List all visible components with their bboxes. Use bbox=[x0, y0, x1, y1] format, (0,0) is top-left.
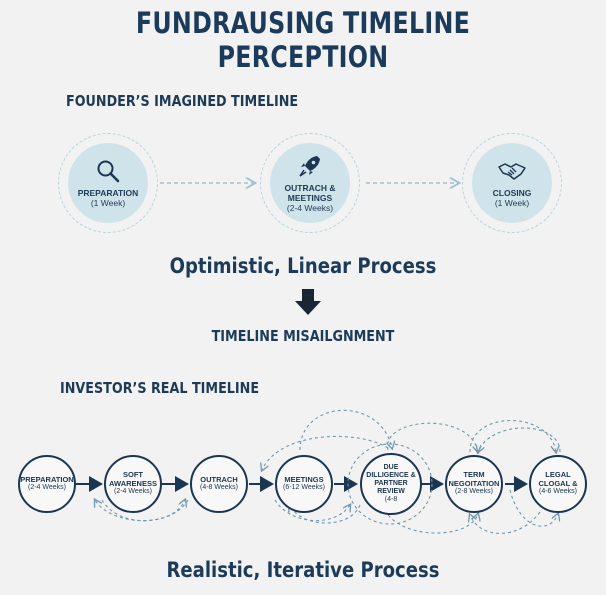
misalignment-label: TIMELINE MISAILGNMENT bbox=[211, 327, 395, 345]
investor-stage-due-diligence: DUE DILLIGENCE & PARTNER REVIEW (4-8 bbox=[360, 453, 422, 515]
node-label: LEGAL CLOGAL & bbox=[538, 470, 578, 488]
node-label: DUE DILLIGENCE & PARTNER REVIEW bbox=[366, 463, 416, 495]
investor-stage-outreach: OUTRACH (4-8 Weeks) bbox=[190, 455, 248, 513]
node-label: MEETINGS bbox=[284, 474, 324, 484]
node-label: TERM NEGOITATION bbox=[448, 470, 500, 488]
founder-stage-outreach: OUTRACH & MEETINGS (2-4 Weeks) bbox=[260, 133, 360, 233]
node-duration: (4-6 Weeks) bbox=[539, 488, 577, 496]
loop-term-legal-low bbox=[509, 489, 558, 527]
node-duration: (6-12 Weeks) bbox=[283, 484, 325, 491]
investor-stage-soft-awareness: SOFT AWARENESS (2-4 Weeks) bbox=[104, 455, 162, 513]
investor-stage-meetings: MEETINGS (6-12 Weeks) bbox=[275, 455, 333, 513]
stage-duration: (2-4 Weeks) bbox=[286, 203, 334, 213]
node-duration: (4-8 Weeks) bbox=[200, 484, 238, 491]
node-label: SOFT AWARENESS bbox=[109, 470, 157, 488]
loop-dd-meetings bbox=[262, 435, 389, 470]
down-arrow-icon bbox=[295, 289, 321, 315]
node-duration: (2-4 Weeks) bbox=[114, 488, 152, 496]
investor-stage-term-negotiation: TERM NEGOITATION (2-8 Weeks) bbox=[445, 455, 503, 513]
handshake-icon bbox=[498, 163, 526, 180]
investor-heading: INVESTOR’S REAL TIMELINE bbox=[60, 379, 260, 397]
rocket-icon bbox=[299, 156, 320, 177]
node-duration: (2-4 Weeks) bbox=[28, 484, 66, 491]
stage-label: PREPARATION bbox=[77, 188, 139, 198]
node-duration: (2-8 Weeks) bbox=[455, 488, 493, 496]
founder-stage-closing: CLOSING (1 Week) bbox=[462, 133, 562, 233]
node-label: PREPARATION bbox=[20, 474, 74, 484]
dd-dashed-ring bbox=[347, 443, 433, 525]
loop-meetings-dd bbox=[299, 409, 392, 450]
magnifier-icon bbox=[97, 160, 120, 183]
founder-stage-preparation: PREPARATION (1 Week) bbox=[58, 133, 158, 233]
investor-stage-legal-closing: LEGAL CLOGAL & (4-6 Weeks) bbox=[529, 455, 587, 513]
loop-meetings-dd-low bbox=[274, 499, 350, 522]
loop-dd-term bbox=[387, 422, 478, 452]
loop-term-legal bbox=[469, 420, 556, 453]
stage-duration: (1 Week) bbox=[90, 198, 126, 208]
stage-duration: (1 Week) bbox=[494, 198, 530, 208]
stage-label: CLOSING bbox=[492, 188, 532, 198]
investor-stage-preparation: PREPARATION (2-4 Weeks) bbox=[18, 455, 76, 513]
investor-caption: Realistic, Iterative Process bbox=[166, 558, 440, 582]
founder-heading: FOUNDER’S IMAGINED TIMELINE bbox=[66, 92, 299, 110]
founder-caption: Optimistic, Linear Process bbox=[169, 254, 437, 278]
page-title: FUNDRAUSING TIMELINE PERCEPTION bbox=[135, 6, 471, 74]
loop-outreach-soft bbox=[95, 500, 189, 522]
stage-label: OUTRACH & MEETINGS bbox=[284, 183, 336, 203]
node-label: OUTRACH bbox=[200, 474, 238, 484]
loop-legal-term bbox=[478, 427, 561, 452]
node-duration: (4-8 bbox=[384, 495, 398, 503]
